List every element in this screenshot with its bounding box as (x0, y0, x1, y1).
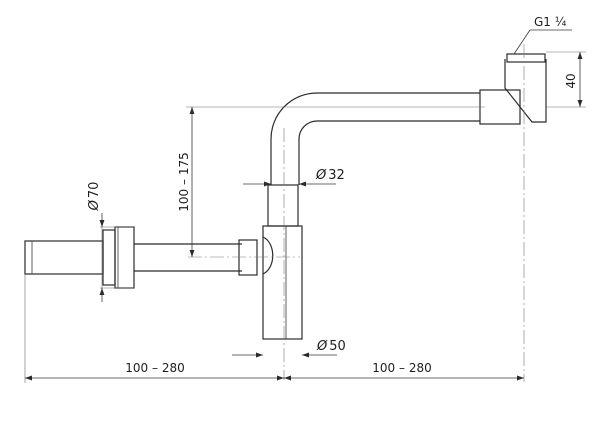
svg-text:Ø70: Ø70 (87, 182, 102, 212)
diameter-70-symbol: Ø (87, 199, 102, 211)
dimension-vertical-height-label: 100 – 175 (177, 152, 191, 211)
inlet-coupling (479, 53, 547, 125)
centerlines (188, 44, 525, 382)
diameter-70-dimension: Ø70 (87, 182, 105, 302)
dimension-right-width: 100 – 280 (284, 361, 524, 381)
thread-callout-label: G1 ¼ (534, 15, 567, 29)
extension-lines (24, 51, 586, 383)
horizontal-drain-pipe (134, 239, 258, 276)
horizontal-inlet-pipe (317, 92, 480, 122)
diameter-32-value: 32 (328, 168, 345, 183)
diameter-50-value: 50 (329, 339, 346, 354)
dimension-top-height: 40 (564, 52, 583, 107)
dimension-vertical-height: 100 – 175 (177, 107, 195, 257)
diameter-70-value: 70 (87, 182, 102, 199)
diameter-32-symbol: Ø (315, 168, 327, 183)
diameter-50-symbol: Ø (316, 339, 328, 354)
elbow-bend (270, 92, 318, 140)
dimension-left-width: 100 – 280 (25, 361, 284, 381)
wall-outlet-pipe (24, 240, 104, 275)
dimension-right-width-label: 100 – 280 (372, 361, 431, 375)
vertical-tailpiece (267, 139, 300, 227)
dimension-left-width-label: 100 – 280 (125, 361, 184, 375)
dimension-top-height-label: 40 (564, 73, 578, 88)
wall-rosette (102, 226, 135, 289)
thread-callout: G1 ¼ (513, 15, 572, 55)
bottle-trap-body (262, 225, 303, 340)
diameter-70-label: Ø70 (87, 182, 102, 212)
